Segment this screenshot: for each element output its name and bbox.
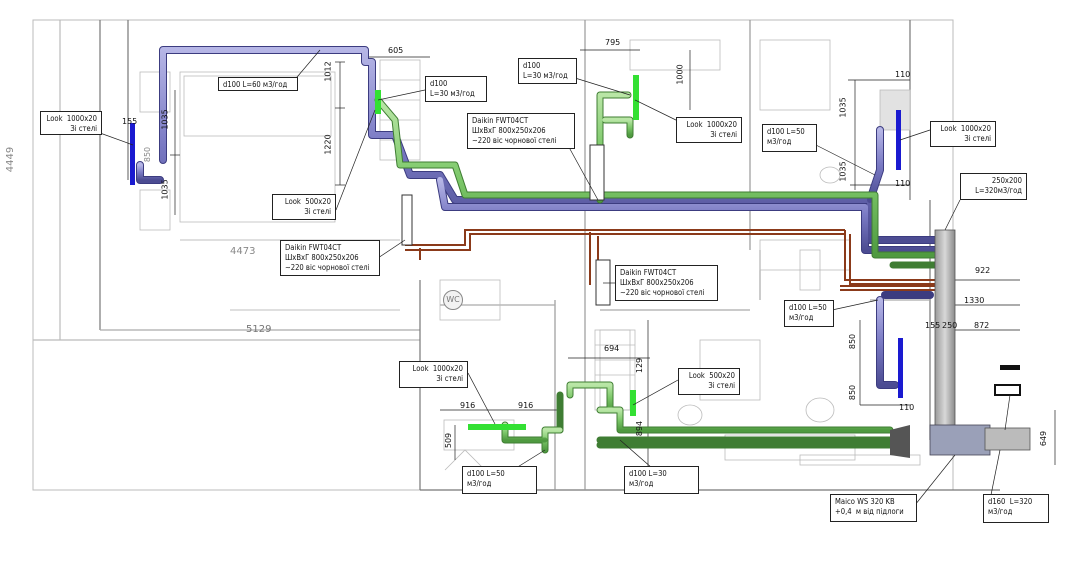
callout-maico: Maico WS 320 KB +0,4 м від підлоги (830, 494, 917, 522)
callout-look-bottom-left: Look 1000x20 Зі стелі (399, 361, 468, 388)
callout-d100-30-bottom: d100 L=30 м3/год (624, 466, 699, 494)
wc-symbol: WC (443, 290, 463, 310)
dim-916-a: 916 (460, 401, 476, 410)
callout-duct-250: 250x200 L=320м3/год (960, 173, 1027, 200)
callout-d100-30-mid: d100 L=30 м3/год (518, 58, 577, 84)
dim-155-b: 155 (925, 321, 941, 330)
callout-d100-50-right: d100 L=50 м3/год (762, 124, 817, 152)
callout-look-right: Look 1000x20 Зі стелі (930, 121, 996, 147)
callout-daikin-left: Daikin FWT04CT ШхВхГ 800x250x206 ~220 ві… (280, 240, 380, 276)
callout-d100-50-center: d100 L=50 м3/год (784, 300, 834, 327)
dim-850-b: 850 (848, 384, 858, 401)
dim-795: 795 (605, 38, 621, 47)
dim-894: 894 (635, 420, 645, 437)
dim-1330: 1330 (964, 296, 985, 305)
leader-lines (99, 49, 1011, 506)
callout-look-500-bottom: Look 500x20 Зі стелі (678, 368, 740, 395)
dim-1000: 1000 (675, 64, 685, 85)
callout-look-500-left: Look 500x20 Зі стелі (272, 194, 336, 220)
main-riser (890, 229, 1031, 458)
dim-605: 605 (388, 46, 404, 55)
dim-1035-b: 1035 (160, 179, 170, 200)
callout-d100-30-top: d100 L=30 м3/год (425, 76, 487, 102)
callout-d160: d160 L=320 м3/год (983, 494, 1049, 523)
dim-1035-d: 1035 (838, 161, 848, 182)
dim-850-a: 850 (848, 333, 858, 350)
callout-daikin-center: Daikin FWT04CT ШхВхГ 800x250x206 ~220 ві… (615, 265, 718, 301)
dim-129: 129 (635, 357, 645, 374)
dim-649: 649 (1039, 430, 1049, 447)
callout-d100-50-bottom: d100 L=50 м3/год (462, 466, 537, 494)
dim-110-c: 110 (899, 403, 915, 412)
callout-daikin-top: Daikin FWT04CT ШхВхГ 800x250x206 ~220 ві… (467, 113, 575, 149)
fancoil-units (401, 144, 611, 306)
refrigerant-lines (405, 229, 935, 291)
dim-4473: 4473 (230, 246, 256, 257)
dim-5129: 5129 (246, 324, 272, 335)
dim-872: 872 (974, 321, 990, 330)
dim-1220: 1220 (323, 134, 333, 155)
dim-922: 922 (975, 266, 991, 275)
dim-1035-c: 1035 (838, 97, 848, 118)
dim-694: 694 (604, 344, 620, 353)
dim-916-b: 916 (518, 401, 534, 410)
dim-509: 509 (444, 432, 454, 449)
callout-d100-60: d100 L=60 м3/год (218, 77, 298, 91)
dim-1012: 1012 (323, 61, 333, 82)
dim-850-left: 850 (143, 146, 153, 163)
dim-1035-a: 1035 (160, 109, 170, 130)
dim-250: 250 (942, 321, 958, 330)
callout-look-left: Look 1000x20 Зі стелі (40, 111, 102, 135)
dim-155: 155 (122, 117, 138, 126)
callout-look-top-mid: Look 1000x20 Зі стелі (676, 117, 742, 143)
dim-4449: 4449 (5, 146, 17, 173)
dim-110-b: 110 (895, 179, 911, 188)
grilles (130, 75, 903, 430)
dim-110-a: 110 (895, 70, 911, 79)
